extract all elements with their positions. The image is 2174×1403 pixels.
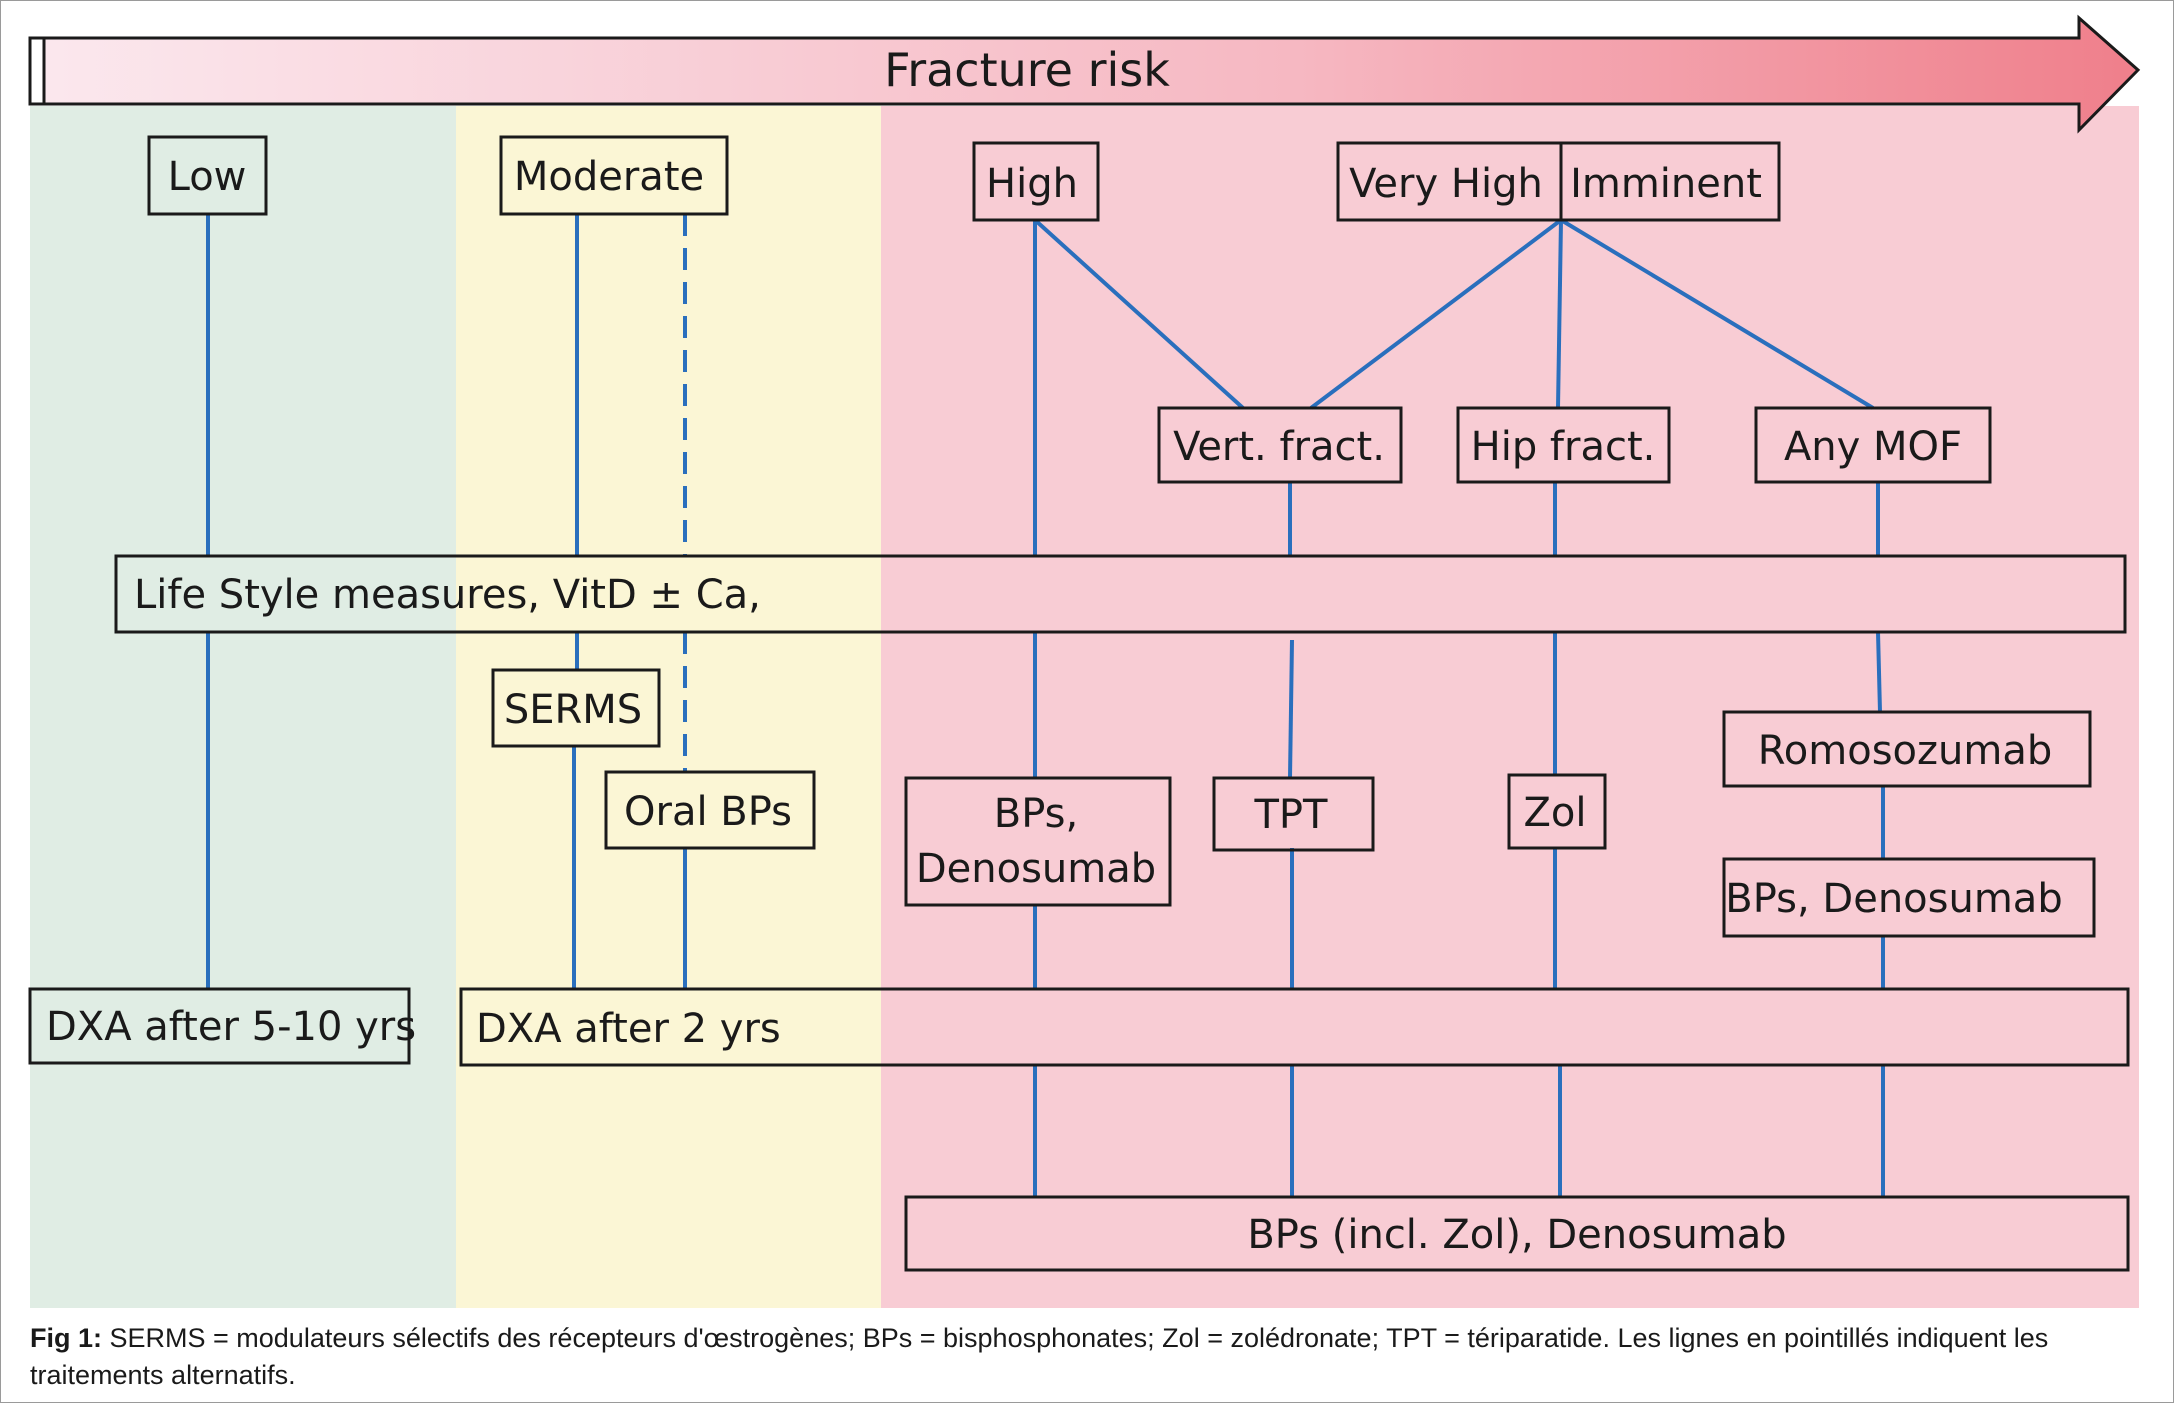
label-oral-bps: Oral BPs — [624, 789, 792, 835]
fracture-risk-arrow: Fracture risk — [28, 14, 2141, 134]
box-bps-denosumab-mof: BPs, Denosumab — [1722, 857, 2096, 938]
box-bps-denosumab: BPs, Denosumab — [904, 776, 1172, 907]
high-risk-zone — [881, 106, 2139, 1308]
box-final-treatment: BPs (incl. Zol), Denosumab — [904, 1195, 2130, 1272]
label-bps-denosumab-mof: BPs, Denosumab — [1725, 876, 2062, 922]
label-low: Low — [168, 154, 247, 200]
figure-caption: Fig 1: SERMS = modulateurs sélectifs des… — [30, 1320, 2140, 1394]
label-moderate: Moderate — [514, 154, 704, 200]
label-lifestyle: Life Style measures, VitD ± Ca, — [134, 572, 761, 618]
label-final-treatment: BPs (incl. Zol), Denosumab — [1247, 1212, 1786, 1258]
label-hip-fract: Hip fract. — [1471, 424, 1656, 470]
label-zol: Zol — [1524, 790, 1587, 836]
box-dxa-low: DXA after 5-10 yrs — [28, 987, 416, 1065]
box-tpt: TPT — [1212, 776, 1375, 852]
box-very-high-imminent: Very High Imminent — [1336, 141, 1781, 222]
label-denosumab: Denosumab — [916, 846, 1156, 892]
arrow-title: Fracture risk — [884, 43, 1170, 97]
label-serms: SERMS — [504, 687, 642, 733]
box-high: High — [972, 141, 1100, 222]
box-vert-fract: Vert. fract. — [1157, 406, 1403, 484]
low-risk-zone — [30, 106, 456, 1308]
box-hip-fract: Hip fract. — [1456, 406, 1671, 484]
label-tpt: TPT — [1254, 792, 1329, 838]
label-high: High — [986, 161, 1078, 207]
box-romosozumab: Romosozumab — [1722, 710, 2092, 788]
box-oral-bps: Oral BPs — [604, 770, 816, 850]
box-zol: Zol — [1507, 773, 1607, 850]
label-imminent: Imminent — [1570, 161, 1762, 207]
label-very-high: Very High — [1349, 161, 1543, 207]
label-vert-fract: Vert. fract. — [1173, 424, 1385, 470]
caption-label: Fig 1: — [30, 1323, 102, 1353]
label-bps: BPs, — [994, 791, 1078, 837]
box-serms: SERMS — [491, 668, 661, 748]
treatment-algorithm-diagram: Fracture risk Low — [28, 14, 2141, 1308]
label-romosozumab: Romosozumab — [1758, 728, 2052, 774]
label-any-mof: Any MOF — [1784, 424, 1962, 470]
moderate-risk-zone — [456, 106, 881, 1308]
caption-text: SERMS = modulateurs sélectifs des récept… — [30, 1323, 2049, 1390]
box-low: Low — [147, 135, 268, 216]
box-dxa-others: DXA after 2 yrs — [459, 987, 2130, 1067]
box-any-mof: Any MOF — [1754, 406, 1992, 484]
box-lifestyle: Life Style measures, VitD ± Ca, — [114, 554, 2127, 634]
label-dxa-low: DXA after 5-10 yrs — [46, 1004, 416, 1050]
box-moderate: Moderate — [499, 135, 729, 216]
label-dxa-others: DXA after 2 yrs — [476, 1006, 781, 1052]
connector-lines — [206, 214, 1885, 1197]
